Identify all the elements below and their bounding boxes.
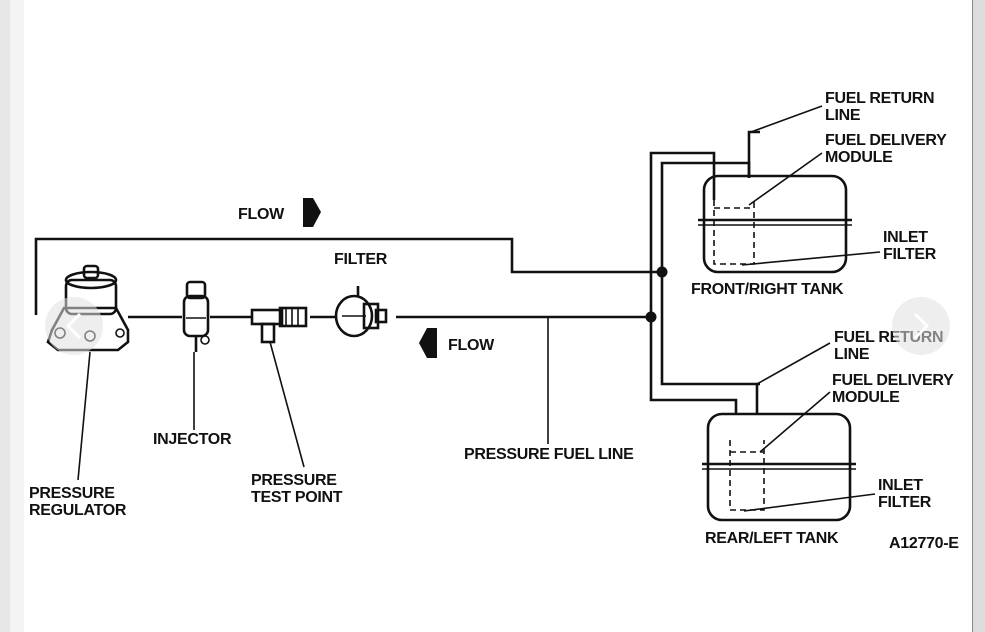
label-pressure-fuel-line: PRESSURE FUEL LINE xyxy=(464,446,634,463)
label-fuel-return-line-2: LINE xyxy=(825,107,861,124)
label-pressure-test-point-1: PRESSURE xyxy=(251,472,337,489)
pressure-test-point xyxy=(250,306,308,344)
rear-left-tank xyxy=(702,412,856,522)
label-pressure-regulator-1: PRESSURE xyxy=(29,485,115,502)
label-filter: FILTER xyxy=(334,251,388,268)
flow-arrow-left-icon xyxy=(419,328,437,358)
label-inlet-filter-2: FILTER xyxy=(883,246,937,263)
junction-dot-upper xyxy=(656,266,668,278)
return-line xyxy=(34,237,662,315)
filter xyxy=(334,286,388,338)
label-pressure-test-point-2: TEST POINT xyxy=(251,489,343,506)
label-rear-left-tank: REAR/LEFT TANK xyxy=(705,530,839,547)
label-pressure-regulator-2: REGULATOR xyxy=(29,502,127,519)
label-rear-inlet-1: INLET xyxy=(878,477,923,494)
diagram-page: FLOW FLOW FILTER FUEL RETURN LINE FUEL D… xyxy=(24,0,972,632)
label-injector: INJECTOR xyxy=(153,431,232,448)
label-rear-return-2: LINE xyxy=(834,346,870,363)
label-front-right-tank: FRONT/RIGHT TANK xyxy=(691,281,844,298)
label-fuel-return-line-1: FUEL RETURN xyxy=(825,90,934,107)
junction-dot-lower xyxy=(645,311,657,323)
label-figure-id: A12770-E xyxy=(889,535,959,552)
label-flow-top: FLOW xyxy=(238,206,285,223)
leader-lines xyxy=(77,105,881,512)
label-fuel-delivery-module-1: FUEL DELIVERY xyxy=(825,132,947,149)
label-rear-delivery-1: FUEL DELIVERY xyxy=(832,372,954,389)
injector xyxy=(182,280,210,352)
label-rear-delivery-2: MODULE xyxy=(832,389,900,406)
viewer-frame-right xyxy=(972,0,985,632)
fuel-system-diagram: FLOW FLOW FILTER FUEL RETURN LINE FUEL D… xyxy=(29,90,960,552)
label-flow-bottom: FLOW xyxy=(448,337,495,354)
chevron-left-icon xyxy=(65,312,82,340)
label-fuel-delivery-module-2: MODULE xyxy=(825,149,893,166)
front-right-tank xyxy=(698,174,852,274)
flow-arrow-right-icon xyxy=(303,198,321,227)
chevron-right-icon xyxy=(913,312,930,340)
label-rear-inlet-2: FILTER xyxy=(878,494,932,511)
prev-image-button[interactable] xyxy=(45,297,103,355)
next-image-button[interactable] xyxy=(892,297,950,355)
viewer-frame-left-strip xyxy=(10,0,25,632)
label-inlet-filter-1: INLET xyxy=(883,229,928,246)
